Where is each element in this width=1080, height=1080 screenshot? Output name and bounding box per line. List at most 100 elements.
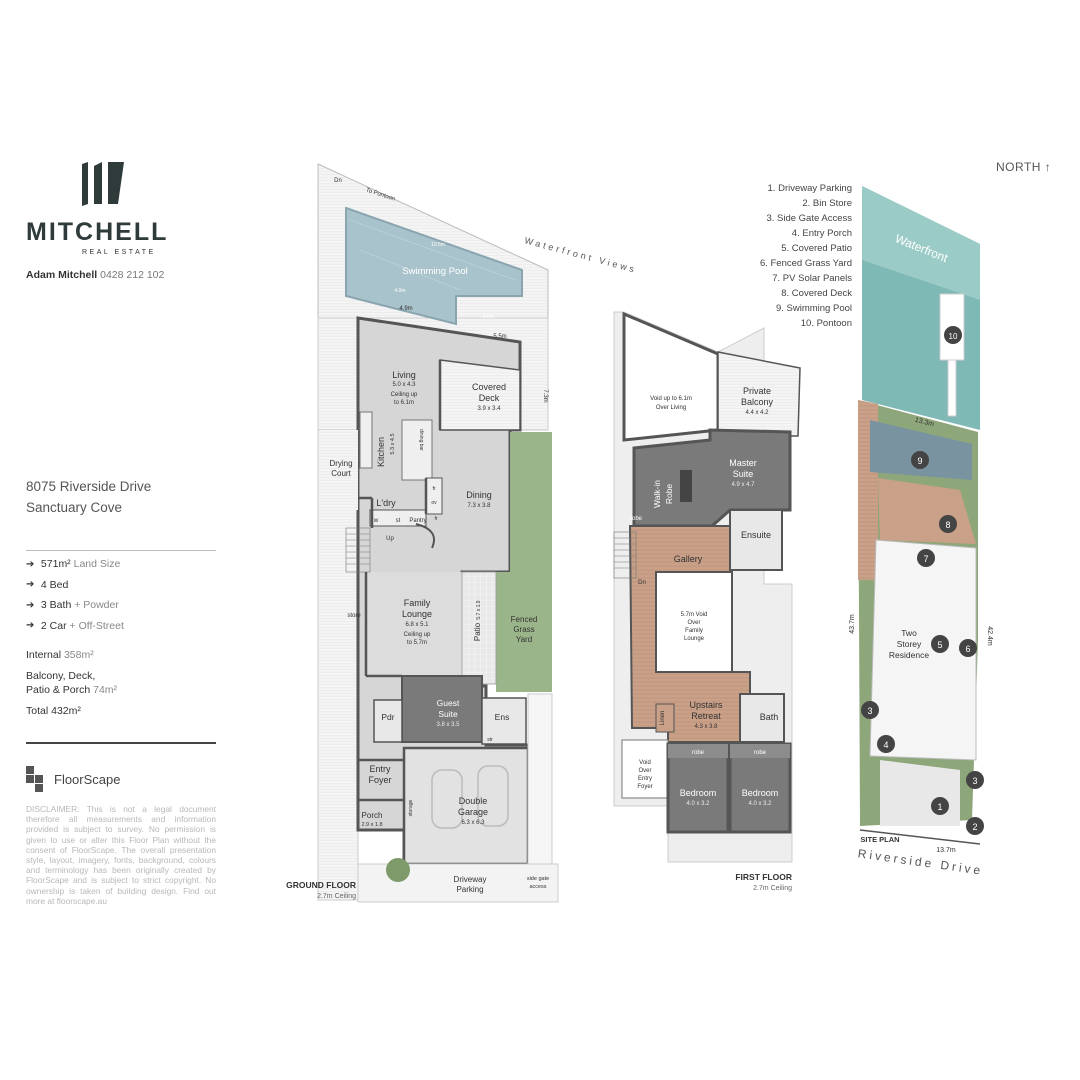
svg-text:Suite: Suite [438,709,458,719]
total-area: Total 432m² [26,705,81,717]
site-markers: 1 2 3 3 4 5 6 7 8 9 10 [861,326,984,835]
agent-phone[interactable]: 0428 212 102 [100,269,165,281]
svg-text:8: 8 [945,520,950,530]
arrow-right-icon: ➔ [26,599,35,611]
svg-text:9: 9 [917,456,922,466]
legend-item: 3. Side Gate Access [766,213,852,224]
address-line-1: 8075 Riverside Drive [26,479,152,494]
riverside-drive-label: Riverside Drive [857,846,984,877]
svg-text:4.9m: 4.9m [399,306,412,312]
legend-item: 10. Pontoon [800,318,852,329]
svg-text:fr: fr [432,486,435,492]
svg-text:3.9 x 3.4: 3.9 x 3.4 [477,406,501,412]
svg-text:Patio: Patio [473,622,482,641]
site-marker: 7 [917,549,935,567]
svg-text:Foyer: Foyer [368,775,391,785]
fenced-grass-yard [496,432,552,692]
arrow-right-icon: ➔ [26,620,35,632]
site-legend: 1. Driveway Parking 2. Bin Store 3. Side… [700,181,852,331]
svg-text:Balcony: Balcony [741,397,774,407]
svg-text:4.0 x 3.2: 4.0 x 3.2 [748,801,772,807]
svg-text:Master: Master [729,458,757,468]
svg-text:side gate: side gate [527,876,549,882]
svg-text:Fenced: Fenced [511,615,538,624]
mitchell-logo-icon [82,162,124,206]
site-marker: 4 [877,735,895,753]
svg-text:fr: fr [434,516,437,522]
legend-item: 7. PV Solar Panels [772,273,852,284]
svg-text:Living: Living [392,370,416,380]
svg-text:Pdr: Pdr [381,712,394,722]
svg-text:robe: robe [754,750,767,756]
svg-text:10: 10 [949,332,958,341]
svg-text:2.7m Ceiling: 2.7m Ceiling [753,885,792,892]
svg-text:Residence: Residence [889,650,929,660]
svg-text:Dn: Dn [334,178,342,184]
site-plan [858,186,981,845]
brand-subtitle: REAL ESTATE [82,249,156,256]
svg-text:Drying: Drying [329,459,352,468]
divider [26,550,216,551]
svg-text:5.3 x 4.5: 5.3 x 4.5 [390,433,396,454]
ground-floor-title: GROUND FLOOR [286,880,356,890]
svg-text:Lounge: Lounge [684,636,705,642]
svg-text:Yard: Yard [516,635,532,644]
site-marker: 6 [959,639,977,657]
ground-floor-plan [317,163,559,903]
site-marker: 10 [944,326,962,344]
svg-text:13.3m: 13.3m [914,417,935,429]
address-line-2: Sanctuary Cove [26,500,123,515]
svg-text:6.3 x 6.3: 6.3 x 6.3 [461,820,485,826]
svg-text:Lounge: Lounge [402,609,432,619]
svg-text:ov: ov [431,500,437,506]
site-marker: 3 [966,771,984,789]
agent-name: Adam Mitchell [26,269,98,281]
legend-item: 8. Covered Deck [781,288,852,299]
svg-text:5.7m Void: 5.7m Void [681,612,708,618]
area-summary: Internal 358m² Balcony, Deck,Patio & Por… [26,648,117,725]
svg-text:to 5.7m: to 5.7m [407,640,427,646]
svg-text:7.3 x 3.8: 7.3 x 3.8 [467,503,491,509]
svg-text:Grass: Grass [513,625,534,634]
svg-text:Over: Over [687,620,700,626]
svg-text:store: store [347,613,361,619]
site-marker: 3 [861,701,879,719]
svg-text:3: 3 [972,776,977,786]
svg-text:robe: robe [630,516,643,522]
svg-text:Covered: Covered [472,382,506,392]
svg-text:Gallery: Gallery [674,554,703,564]
svg-text:4: 4 [883,740,888,750]
svg-text:Upstairs: Upstairs [689,700,723,710]
site-marker: 9 [911,451,929,469]
svg-text:7.3m: 7.3m [542,389,548,402]
floorscape-brand: FloorScape [26,766,120,792]
svg-text:to 6.1m: to 6.1m [394,400,414,406]
svg-text:Robe: Robe [664,484,674,505]
svg-text:Void up to 6.1m: Void up to 6.1m [650,396,692,402]
svg-text:Entry: Entry [369,764,391,774]
svg-text:Bath: Bath [760,712,779,722]
svg-text:Dn: Dn [638,580,646,586]
svg-text:Suite: Suite [733,469,754,479]
spec-item: ➔ 2 Car + Off-Street [26,619,124,632]
svg-text:13.7m: 13.7m [936,847,956,854]
legend-item: 6. Fenced Grass Yard [759,258,852,269]
legend-item: 2. Bin Store [802,198,852,209]
svg-text:Over Living: Over Living [656,405,686,411]
svg-text:2.9 x 1.8: 2.9 x 1.8 [361,822,382,828]
svg-text:Driveway: Driveway [454,875,487,884]
svg-text:2.7m Ceiling: 2.7m Ceiling [317,893,356,900]
svg-text:4.9 x 4.7: 4.9 x 4.7 [731,482,755,488]
svg-text:Ceiling up: Ceiling up [391,392,418,398]
svg-text:access: access [529,884,546,890]
svg-text:3.8 x 3.5: 3.8 x 3.5 [436,722,460,728]
svg-text:Pantry: Pantry [409,518,426,524]
svg-text:7: 7 [923,554,928,564]
svg-text:Walk-in: Walk-in [652,480,662,508]
spec-item: ➔ 3 Bath + Powder [26,599,119,612]
svg-text:Family: Family [404,598,431,608]
site-marker: 1 [931,797,949,815]
svg-text:Over: Over [638,768,651,774]
disclaimer-text: DISCLAIMER: This is not a legal document… [26,804,216,906]
